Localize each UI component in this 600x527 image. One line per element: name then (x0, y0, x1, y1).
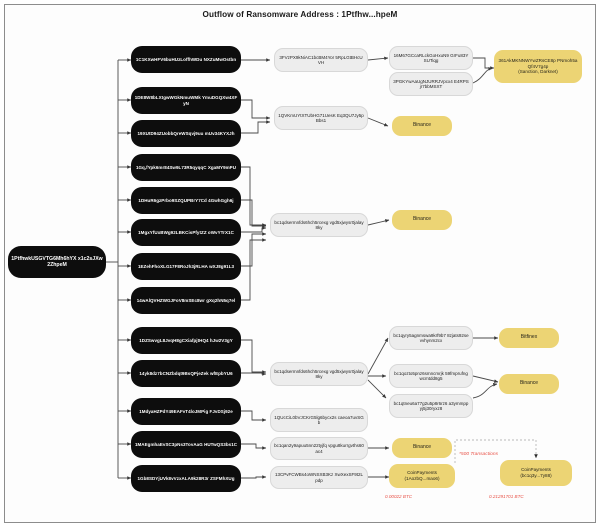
tier3-node-5[interactable]: bc1qtneu6a77g2u5p8r6rz6 a3ymmppyj5j30ryx… (389, 394, 473, 418)
tier1-label-7: 1EZehFhoXLG17F8RoJh3jRLHA wXJ8g91L3 (137, 263, 235, 269)
sanctioned-tag-label: (Sanction, Darknet) (518, 69, 558, 75)
tier1-label-10: 14yk8dz7bCNZbdqt9BsQPjeZek wfEpbYU6 (139, 370, 233, 376)
tier2-label-2: 1QVKmUYtXTUbHG71UesK Eq3QU7Jy5pBbs1 (278, 112, 364, 123)
tier2-label-1: 3FVzPX9kNiAC1bcBM4Yor 5RpLGtBHcUVH (279, 54, 363, 65)
exchange-binance-3-label: Binance (519, 380, 539, 387)
tier3-label-4: bc1qozto5pnz6smncmrjk 59fmprufngwcmtdd8g… (394, 370, 468, 381)
tier3-label-1: 16M67GCcaRLckGoHxuN9 GrFu83YSUTiqg (393, 52, 469, 63)
tier2-node-5[interactable]: 1QUcCiL0bVJCKrG5lg6bycx2s caeoa7uvSGb (270, 408, 368, 432)
tier1-node-8[interactable]: 14wAlQVHZWGJFoV8mSEc8wr gXq2hN5q7el (131, 287, 241, 314)
tier1-label-1: 1C1KXwHFV6buHUzLoffhWDu NXZuMwOstbn (135, 56, 237, 62)
tier1-node-6[interactable]: 1MgxYfUxBWg92LBKCisPfytZZ oWvYTrX1C (131, 219, 241, 246)
tier1-node-5[interactable]: 1DHuR6gzPrbo9SZQUPBrY7Cd 4GwhGgh6j (131, 187, 241, 214)
coinpayments-right-address: (bc1q3y...7y88) (520, 473, 552, 478)
tier2-node-1[interactable]: 3FVzPX9kNiAC1bcBM4Yor 5RpLGtBHcUVH (274, 48, 368, 72)
coinpayments-right-name: CoinPayments (521, 467, 551, 473)
tier1-label-13: 1Gb8SDYjUVk8vVzxALA9k28R3r ZSFMhXUg (137, 475, 235, 481)
transactions-note: *500 Transactions (459, 452, 499, 457)
tier1-label-2: 1DE8W8bLXtgwWGkNmuWMk YmuDGQXw4XFyN (134, 95, 238, 106)
tier1-label-9: 1DZSwvgL8JvqH8gCXiafpjtHQ4 hJw2V3gY (139, 337, 233, 343)
exchange-binance-3[interactable]: Binance (499, 374, 559, 394)
tier1-label-12: 1MAEgmhaEvSC3pNs3TovAaG HUTwQS3bs1C (134, 441, 238, 447)
tier1-node-4[interactable]: 1Gq,fYpk6mr84Sw9L73R5qyqqC XgaMY9mPU (131, 154, 241, 181)
tier3-node-4[interactable]: bc1qozto5pnz6smncmrjk 59fmprufngwcmtdd8g… (389, 364, 473, 388)
tier3-label-2: 3PGKYwAaUgNJURRJVpcx4 E4RPSjr7bbMSXT (393, 78, 469, 89)
root-address-node[interactable]: 1PtfhwkUSGVTG6Mh6hYX x1c2sJXw2ZhpeM (8, 246, 106, 278)
tier1-node-2[interactable]: 1DE8W8bLXtgwWGkNmuWMk YmuDGQXw4XFyN (131, 87, 241, 114)
tier1-node-3[interactable]: 19XUtD94ZUobbQreWSqvj9uu mUv34KYXJh (131, 120, 241, 147)
tier1-label-6: 1MgxYfUxBWg92LBKCisPfytZZ oWvYTrX1C (138, 229, 234, 235)
exchange-binance-1-label: Binance (412, 122, 432, 129)
exchange-binance-4-label: Binance (412, 444, 432, 451)
exchange-binance-2-label: Binance (412, 216, 432, 223)
tier3-label-3: bc1qyry5agnmswa9krf9b7 8zjats92sevvhynm2… (393, 332, 469, 343)
tier2-label-6: bc1qan2y9apuu5nn22tyjfq vpgu8kurrgvths60… (274, 443, 364, 454)
tier1-node-9[interactable]: 1DZSwvgL8JvqH8gCXiafpjtHQ4 hJw2V3gY (131, 327, 241, 354)
page-title: Outflow of Ransomware Address : 1Ptfhw..… (202, 10, 398, 19)
root-address-label: 1PtfhwkUSGVTG6Mh6hYX x1c2sJXw2ZhpeM (11, 255, 103, 268)
exchange-binance-2[interactable]: Binance (392, 210, 452, 230)
exchange-bitfinex-label: Bitfinex (520, 334, 538, 341)
tier2-node-6[interactable]: bc1qan2y9apuu5nn22tyjfq vpgu8kurrgvths60… (270, 437, 368, 460)
tier1-label-8: 14wAlQVHZWGJFoV8mSEc8wr gXq2hN5q7el (136, 297, 236, 303)
coinpayments-left-address: (1AozbQ...mao6) (404, 476, 440, 481)
exchange-bitfinex[interactable]: Bitfinex (499, 328, 559, 348)
sanctioned-address-node[interactable]: 361AkMKNNWYwZRsCE8p PNmoh5aQf4V7g4p (San… (494, 50, 582, 83)
tier1-label-4: 1Gq,fYpk6mr84Sw9L73R5qyqqC XgaMY9mPU (135, 164, 237, 170)
exchange-binance-4[interactable]: Binance (392, 438, 452, 458)
tier2-label-3: bc1qdsermnfds6hch5rcexg vgd5xjwysr0jalay… (274, 219, 364, 230)
tier2-node-2[interactable]: 1QVKmUYtXTUbHG71UesK Eq3QU7Jy5pBbs1 (274, 106, 368, 130)
tier1-node-1[interactable]: 1C1KXwHFV6buHUzLoffhWDu NXZuMwOstbn (131, 46, 241, 73)
coinpayments-right-amount: 0.21291701 BTC (489, 494, 524, 499)
tier2-label-7: 13CPvFCWBs4oWNSXB3Kz XwXexSF9t2Lpdp (274, 472, 364, 483)
tier1-label-3: 19XUtD94ZUobbQreWSqvj9uu mUv34KYXJh (137, 130, 235, 136)
tier2-node-3[interactable]: bc1qdsermnfds6hch5rcexg vgd5xjwysr0jalay… (270, 213, 368, 237)
tier2-node-4[interactable]: bc1qdsermnfds6hch5rcexg vgd5xjwysr0jalay… (270, 362, 368, 386)
tier3-label-5: bc1qtneu6a77g2u5p8r6rz6 a3ymmppyj5j30ryx… (393, 400, 469, 411)
exchange-binance-1[interactable]: Binance (392, 116, 452, 136)
tier1-node-12[interactable]: 1MAEgmhaEvSC3pNs3TovAaG HUTwQS3bs1C (131, 431, 241, 458)
tier1-node-11[interactable]: 1MdyaHZPdY49EAFvT4loJMPig FJvDSj92e (131, 398, 241, 425)
tier1-label-5: 1DHuR6gzPrbo9SZQUPBrY7Cd 4GwhGgh6j (138, 197, 234, 203)
tier2-label-5: 1QUcCiL0bVJCKrG5lg6bycx2s caeoa7uvSGb (274, 414, 364, 425)
coinpayments-right-node[interactable]: CoinPayments (bc1q3y...7y88) (500, 460, 572, 486)
tier3-node-1[interactable]: 16M67GCcaRLckGoHxuN9 GrFu83YSUTiqg (389, 46, 473, 70)
sanctioned-address-label: 361AkMKNNWYwZRsCE8p PNmoh5aQf4V7g4p (498, 57, 578, 69)
tier3-node-3[interactable]: bc1qyry5agnmswa9krf9b7 8zjats92sevvhynm2… (389, 326, 473, 350)
tier3-node-2[interactable]: 3PGKYwAaUgNJURRJVpcx4 E4RPSjr7bbMSXT (389, 72, 473, 96)
coinpayments-left-node[interactable]: CoinPayments (1AozbQ...mao6) (389, 464, 455, 488)
tier2-label-4: bc1qdsermnfds6hch5rcexg vgd5xjwysr0jalay… (274, 368, 364, 379)
tier1-node-7[interactable]: 1EZehFhoXLG17F8RoJh3jRLHA wXJ8g91L3 (131, 253, 241, 280)
tier1-node-13[interactable]: 1Gb8SDYjUVk8vVzxALA9k28R3r ZSFMhXUg (131, 465, 241, 492)
coinpayments-left-amount: 0.00022 BTC (385, 494, 413, 499)
tier1-node-10[interactable]: 14yk8dz7bCNZbdqt9BsQPjeZek wfEpbYU6 (131, 360, 241, 387)
coinpayments-left-name: CoinPayments (407, 470, 437, 476)
tier2-node-7[interactable]: 13CPvFCWBs4oWNSXB3Kz XwXexSF9t2Lpdp (270, 466, 368, 489)
tier1-label-11: 1MdyaHZPdY49EAFvT4loJMPig FJvDSj92e (139, 408, 233, 414)
